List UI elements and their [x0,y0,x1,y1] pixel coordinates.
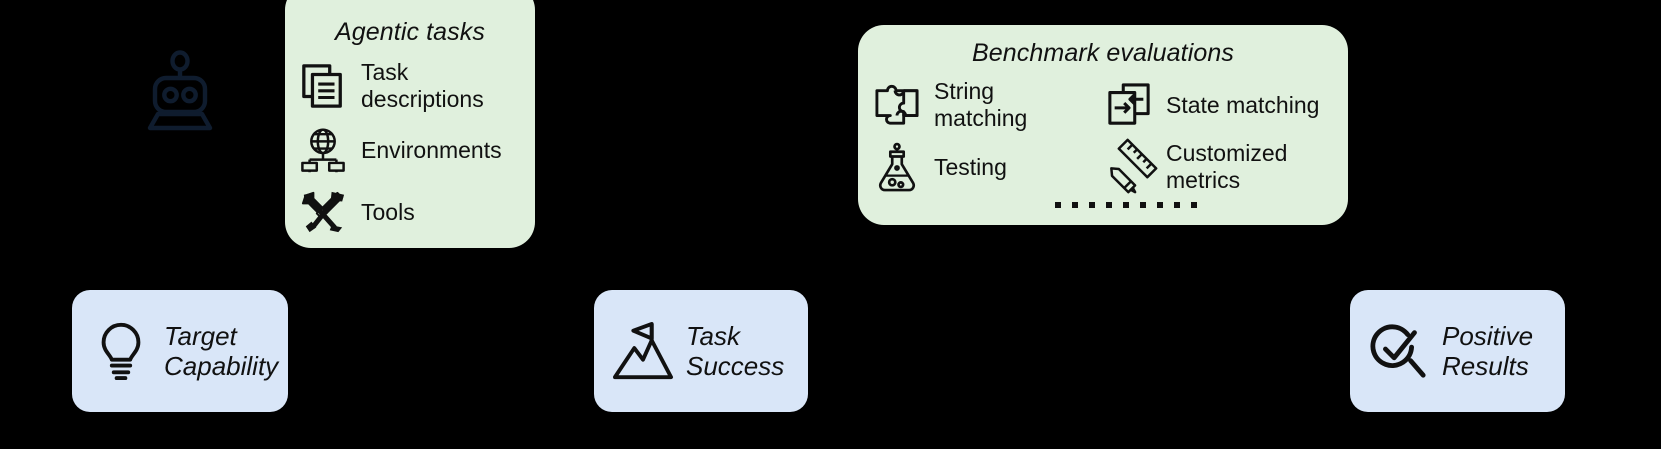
benchmark-item-customized-metrics: Customized metrics [1090,136,1348,198]
globe-network-icon [299,126,347,174]
task-success-label: Task Success [686,320,785,381]
state-transfer-icon [1104,80,1154,130]
benchmark-item-state-matching: State matching [1090,74,1348,136]
benchmark-evaluations-panel: Benchmark evaluations String matching [858,25,1348,225]
agentic-item-environments: Environments [299,126,535,174]
agentic-item-label: Task descriptions [361,59,484,112]
agentic-tasks-title: Agentic tasks [335,18,485,46]
check-magnifier-icon [1368,320,1430,382]
ruler-pencil-icon [1104,138,1158,194]
agentic-tasks-panel: Agentic tasks Task descriptions [285,0,535,248]
benchmark-item-label: State matching [1166,91,1320,118]
ellipsis-dots [1055,202,1197,208]
lightbulb-icon [90,320,152,382]
agentic-item-label: Environments [361,137,502,163]
puzzle-piece-icon [872,80,922,130]
target-capability-box: Target Capability [72,290,288,412]
agentic-item-task-descriptions: Task descriptions [299,59,535,112]
robot-icon [143,50,217,131]
flask-icon [872,142,922,192]
benchmark-item-label: Customized metrics [1166,140,1288,193]
agentic-item-tools: Tools [299,188,535,236]
benchmark-item-label: String matching [934,78,1028,131]
benchmark-evaluations-title: Benchmark evaluations [972,39,1234,67]
benchmark-item-label: Testing [934,153,1007,180]
task-success-box: Task Success [594,290,808,412]
target-capability-label: Target Capability [164,320,279,381]
documents-icon [299,62,347,110]
positive-results-box: Positive Results [1350,290,1565,412]
mountain-flag-icon [612,320,674,382]
benchmark-item-string-matching: String matching [858,74,1090,136]
tools-icon [299,188,347,236]
positive-results-label: Positive Results [1442,320,1534,381]
benchmark-item-testing: Testing [858,136,1090,198]
agentic-item-label: Tools [361,199,415,225]
